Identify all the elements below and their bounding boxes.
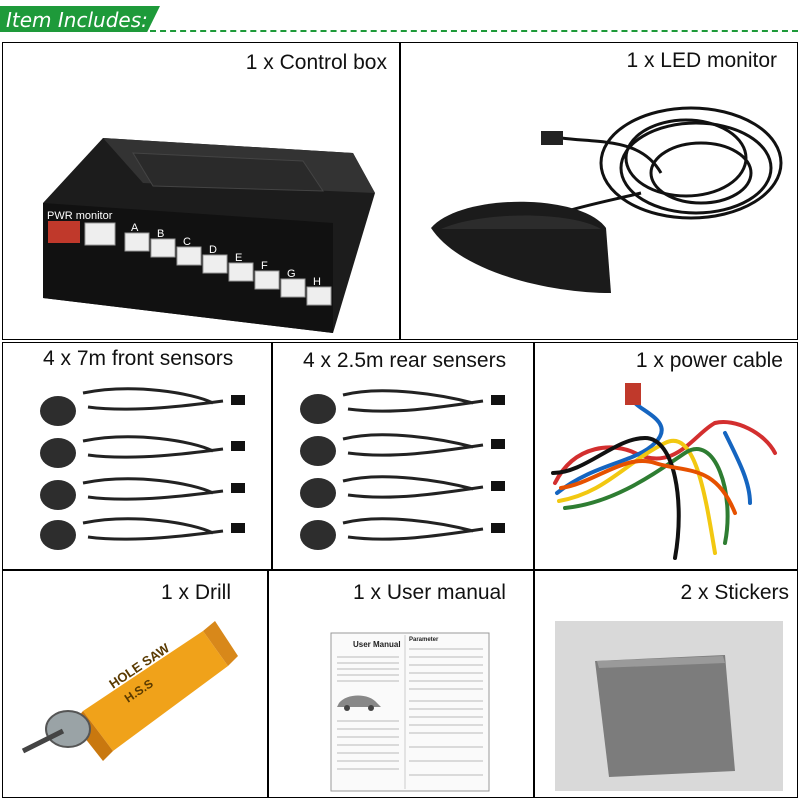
port-label-b: B <box>157 228 164 240</box>
drill-image: HOLE SAW H.S.S <box>21 621 238 761</box>
cell-power-cable: 1 x power cable <box>534 342 798 570</box>
label-stickers: 2 x Stickers <box>680 581 789 604</box>
front-sensors-image <box>40 387 245 550</box>
cell-drill: 1 x Drill HOLE SAW H.S.S <box>2 570 268 798</box>
port-label-h: H <box>313 276 321 288</box>
power-cable-image <box>551 383 777 560</box>
label-drill: 1 x Drill <box>161 581 232 604</box>
port-label-a: A <box>131 222 139 234</box>
cell-rear-sensors: 4 x 2.5m rear sensers <box>272 342 534 570</box>
stickers-image <box>555 621 783 791</box>
user-manual-image: User Manual Parameter <box>330 632 490 792</box>
section-banner: Item Includes: <box>0 6 800 36</box>
port-label-g: G <box>287 268 296 280</box>
banner-title: Item Includes: <box>6 8 148 32</box>
pwr-monitor-label: PWR monitor <box>47 210 113 222</box>
label-rear-sensors: 4 x 2.5m rear sensers <box>303 349 507 372</box>
led-monitor-image <box>431 106 783 293</box>
port-label-c: C <box>183 236 191 248</box>
port-label-e: E <box>235 252 242 264</box>
banner-tab <box>0 6 160 32</box>
cell-user-manual: 1 x User manual User Manual Parameter <box>268 570 534 798</box>
cell-control-box: 1 x Control box PWR monitor A B C D E F … <box>2 42 400 340</box>
port-label-d: D <box>209 244 217 256</box>
label-led-monitor: 1 x LED monitor <box>626 49 777 72</box>
cell-front-sensors: 4 x 7m front sensors <box>2 342 272 570</box>
manual-parameter: Parameter <box>409 637 439 643</box>
rear-sensors-image <box>300 389 505 550</box>
banner-dashed-line <box>150 30 798 32</box>
cell-led-monitor: 1 x LED monitor <box>400 42 798 340</box>
control-box-image: PWR monitor A B C D E F G H <box>43 138 375 333</box>
label-front-sensors: 4 x 7m front sensors <box>43 347 234 370</box>
port-label-f: F <box>261 260 268 272</box>
label-control-box: 1 x Control box <box>245 51 387 74</box>
cell-stickers: 2 x Stickers <box>534 570 798 798</box>
label-user-manual: 1 x User manual <box>353 581 506 604</box>
label-power-cable: 1 x power cable <box>635 349 783 372</box>
manual-title: User Manual <box>353 640 401 649</box>
